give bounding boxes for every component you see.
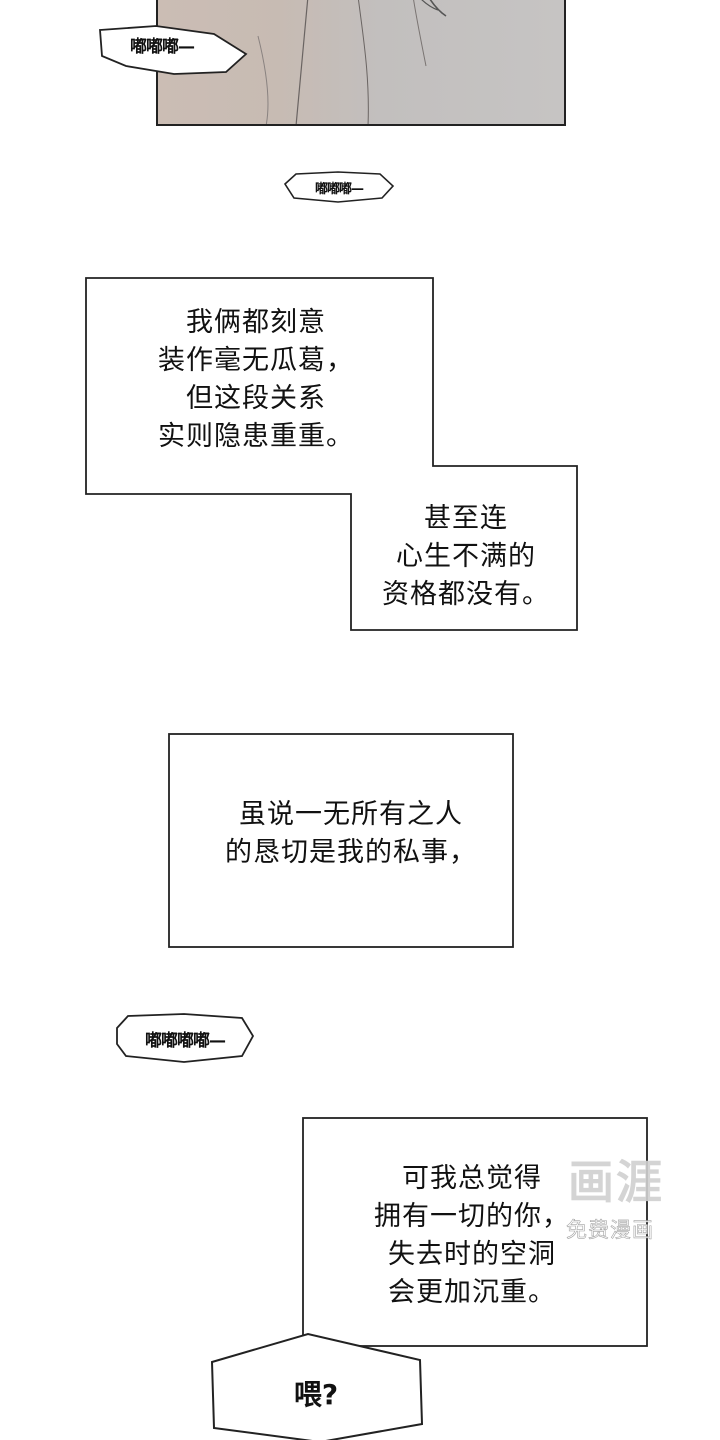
narration-box-outline-4	[302, 1117, 648, 1347]
ring-sfx-text-3: 嘟嘟嘟嘟—	[145, 1030, 226, 1051]
hexagon-bubble-shape	[283, 171, 395, 203]
ring-sfx-text-2: 嘟嘟嘟—	[314, 181, 364, 197]
narration-text-1: 我俩都刻意 装作毫无瓜葛， 但这段关系 实则隐患重重。	[158, 307, 354, 452]
watermark: 画涯 免费漫画	[566, 1146, 684, 1246]
narration-text-3: 虽说一无所有之人 的恳切是我的私事，	[225, 799, 477, 868]
speech-text-hello: 喂?	[293, 1378, 339, 1411]
hexagon-bubble-shape	[210, 1332, 424, 1440]
ring-sfx-text-1: 嘟嘟嘟—	[130, 36, 195, 57]
narration-text-4: 可我总觉得 拥有一切的你， 失去时的空洞 会更加沉重。	[374, 1163, 570, 1308]
ring-sfx-bubble-1: 嘟嘟嘟—	[96, 20, 256, 78]
speech-bubble-hello: 喂?	[208, 1332, 424, 1440]
narration-box-outline-3	[168, 733, 514, 948]
watermark-subtitle: 免费漫画	[566, 1218, 654, 1243]
ring-sfx-bubble-3: 嘟嘟嘟嘟—	[114, 1012, 256, 1064]
narration-box-outline-1-2	[85, 277, 578, 631]
narration-text-2: 甚至连 心生不满的 资格都没有。	[382, 503, 550, 610]
watermark-logo: 画涯	[568, 1155, 664, 1209]
ring-sfx-bubble-2: 嘟嘟嘟—	[282, 170, 396, 204]
hexagon-bubble-shape	[99, 25, 248, 75]
hexagon-bubble-shape	[116, 1013, 255, 1063]
illustration-lines	[257, 0, 447, 124]
